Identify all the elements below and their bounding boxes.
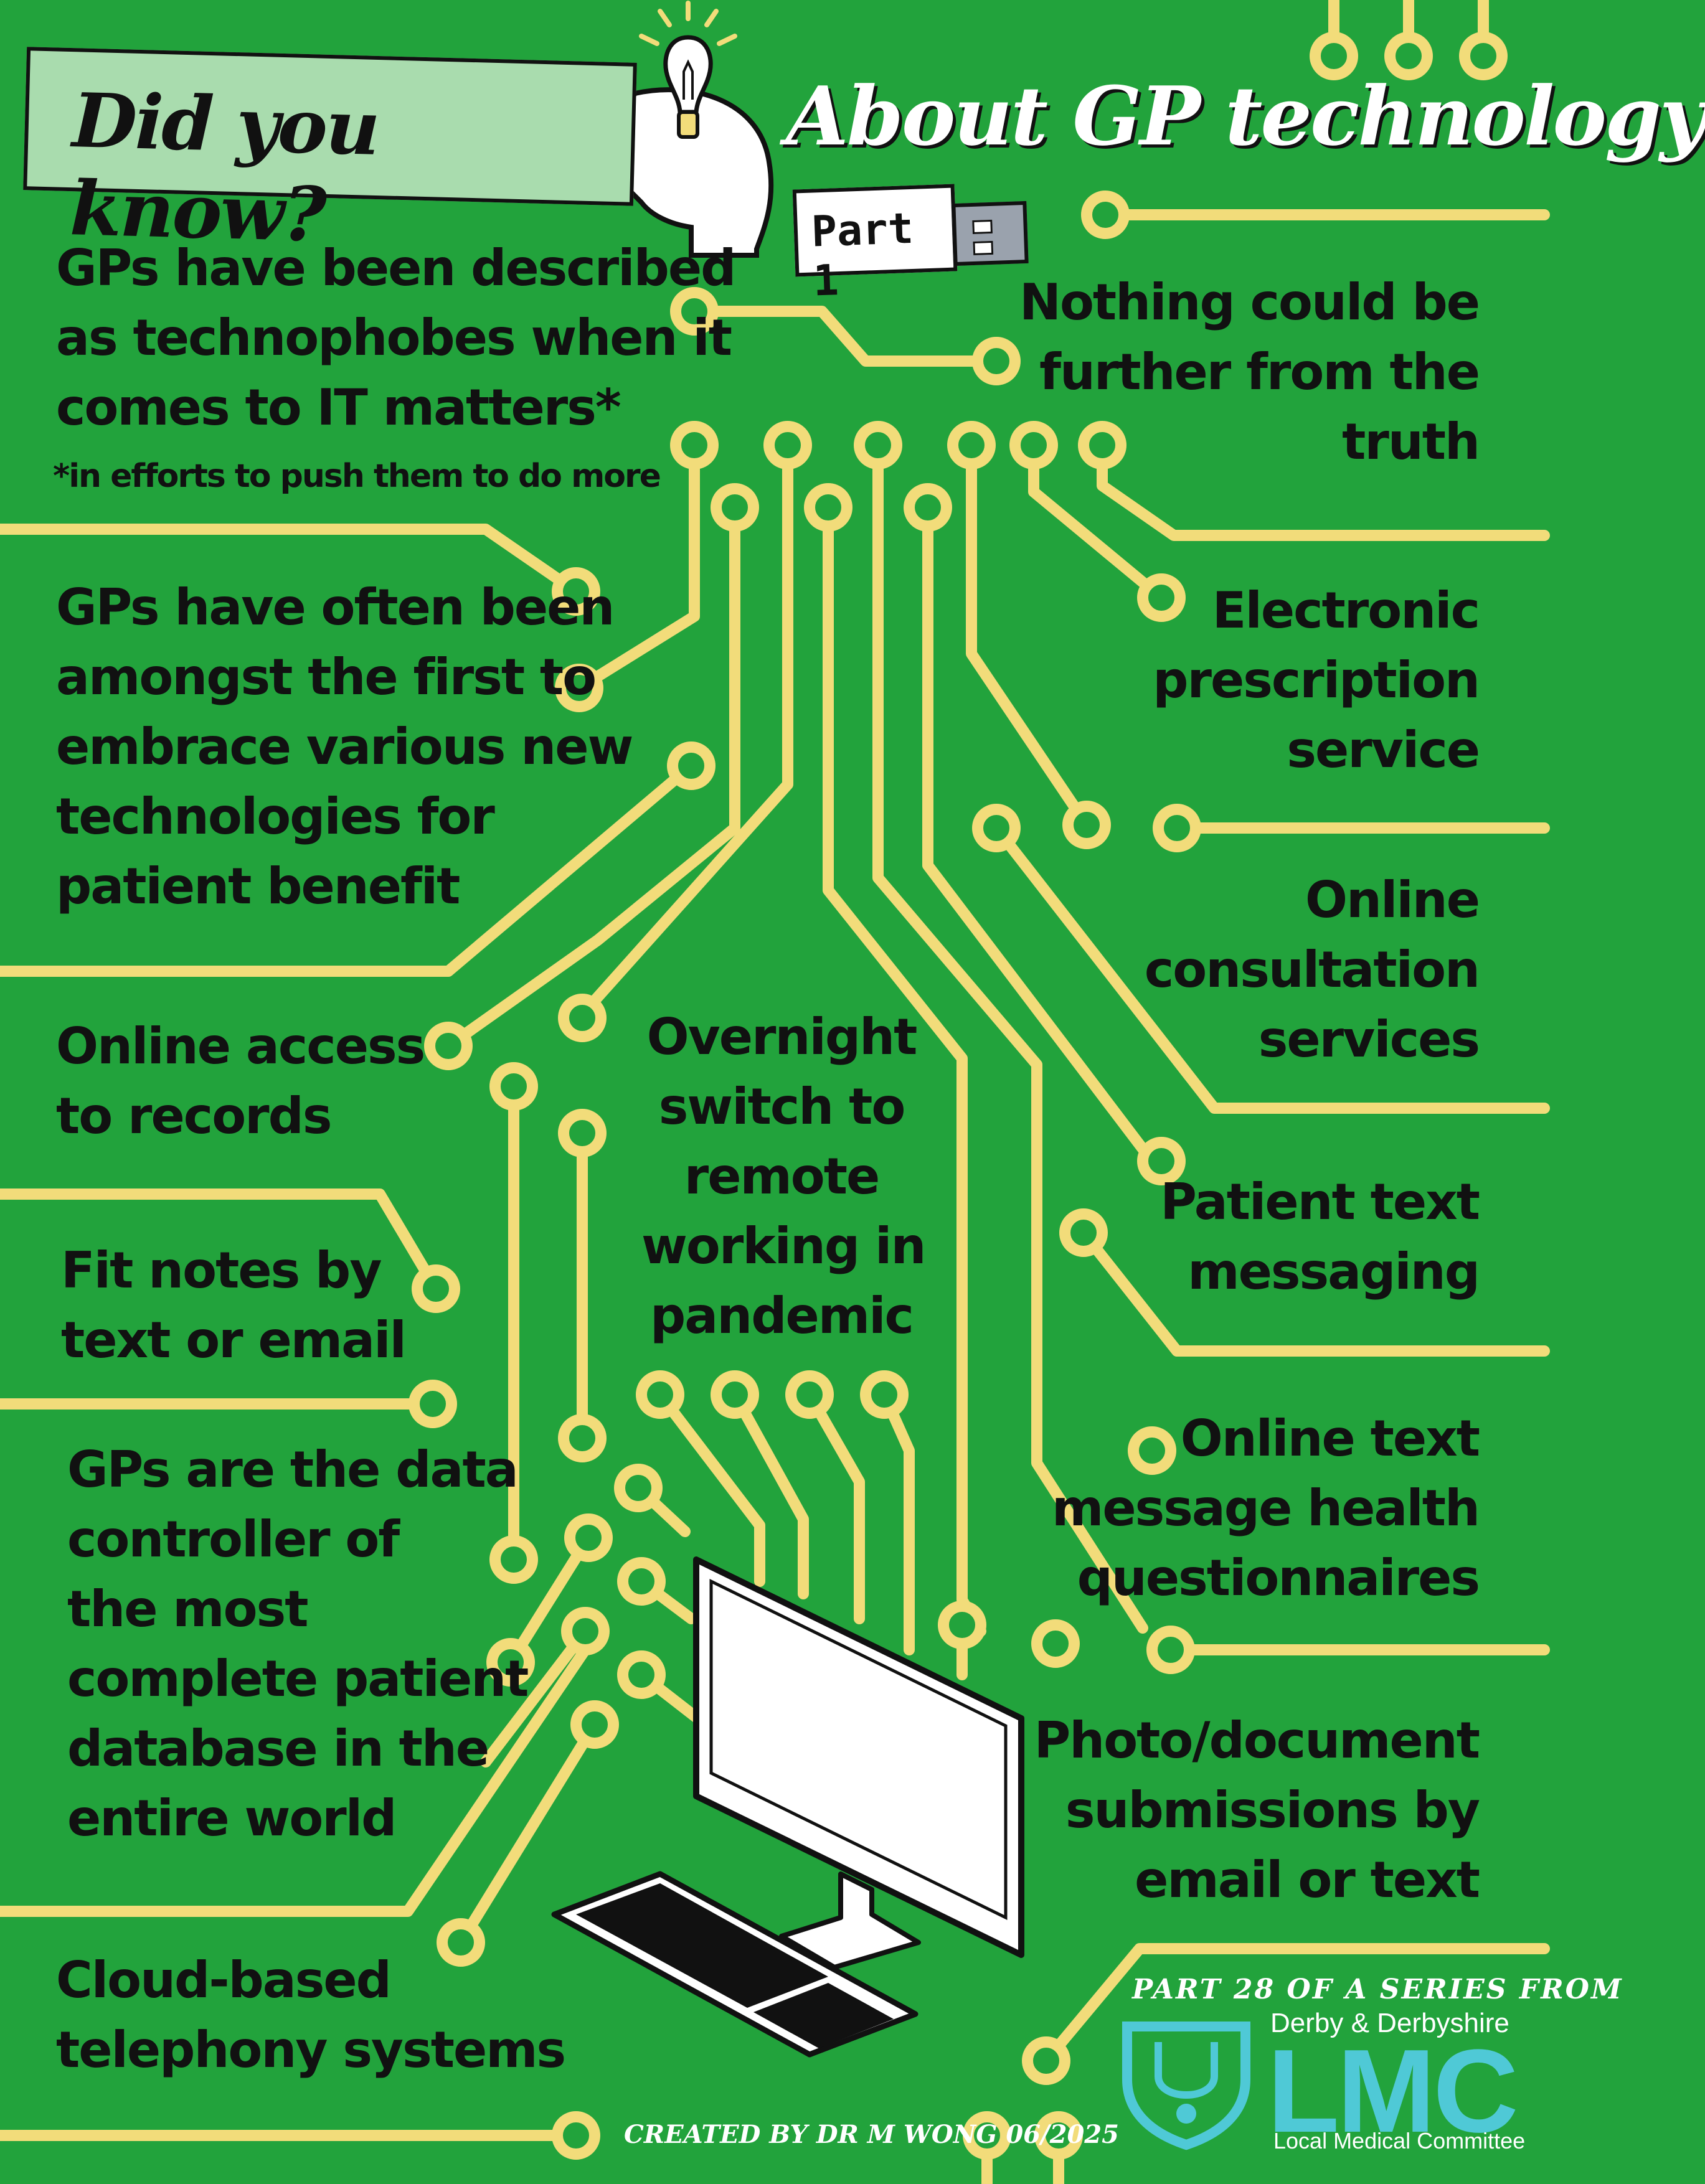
shield-stethoscope-icon	[1122, 2022, 1250, 2150]
usb-stick-icon: Part 1	[792, 184, 958, 306]
part-label: Part 1	[810, 204, 915, 306]
fact-fit-notes: Fit notes by text or email	[61, 1241, 407, 1369]
fact-electronic-prescription: Electronic prescription service	[1153, 581, 1480, 779]
computer-monitor-icon	[693, 1556, 1024, 1970]
lmc-name: Local Medical Committee	[1273, 2128, 1526, 2153]
fact-data-controller: GPs are the data controller of the most …	[67, 1441, 529, 1847]
lmc-logo: LMC	[1267, 2025, 1519, 2157]
lmc-region: Derby & Derbyshire	[1270, 2008, 1509, 2038]
did-you-know-banner: Did you know?	[23, 47, 637, 259]
fact-photo-submissions: Photo/document submissions by email or t…	[1034, 1711, 1480, 1909]
fact-technophobes: GPs have been described as technophobes …	[56, 239, 736, 436]
fact-online-access: Online access to records	[56, 1017, 425, 1145]
fact-overnight-switch: Overnight switch to remote working in pa…	[641, 1008, 926, 1345]
keyboard-icon	[551, 1871, 919, 2058]
usb-plug-icon	[952, 200, 1029, 266]
fact-first-to-embrace: GPs have often been amongst the first to…	[56, 578, 633, 915]
creator-credit: CREATED BY DR M WONG 06/2025	[624, 2120, 1119, 2149]
circuit-traces	[0, 0, 1550, 2184]
fact-cloud-telephony: Cloud-based telephony systems	[56, 1951, 566, 2079]
footnote: *in efforts to push them to do more	[53, 458, 661, 495]
fact-online-questionnaires: Online text message health questionnaire…	[1051, 1410, 1480, 1607]
lightbulb-head-icon	[610, 1, 774, 258]
fact-patient-text: Patient text messaging	[1160, 1173, 1480, 1301]
page-title: About GP technology	[786, 68, 1705, 164]
fact-online-consultation: Online consultation services	[1144, 871, 1480, 1068]
fact-further-from-truth: Nothing could be further from the truth	[1019, 273, 1480, 471]
series-label: PART 28 OF A SERIES FROM	[1132, 1974, 1623, 2005]
